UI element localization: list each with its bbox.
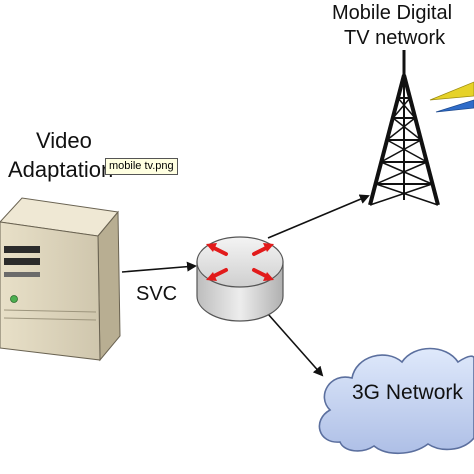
mobile-tv-label-line1: Mobile Digital (332, 2, 453, 24)
video-label-line2: Adaptation (8, 157, 114, 182)
connectors (121, 194, 370, 377)
arrow-server-to-router (121, 261, 197, 273)
server-icon (0, 197, 121, 362)
filename-tooltip: mobile tv.png (105, 158, 178, 175)
arrow-router-to-3g (267, 313, 324, 377)
svc-label: SVC (136, 283, 178, 305)
arrow-router-to-tower (267, 194, 370, 239)
router-icon (196, 236, 284, 322)
video-label-line1: Video (36, 128, 92, 153)
signal-icon (429, 81, 474, 113)
mobile-tv-label-line2: TV network (344, 27, 446, 49)
cloud-icon (318, 347, 474, 455)
3g-network-label: 3G Network (352, 381, 463, 404)
broadcast-tower-icon (368, 50, 440, 206)
